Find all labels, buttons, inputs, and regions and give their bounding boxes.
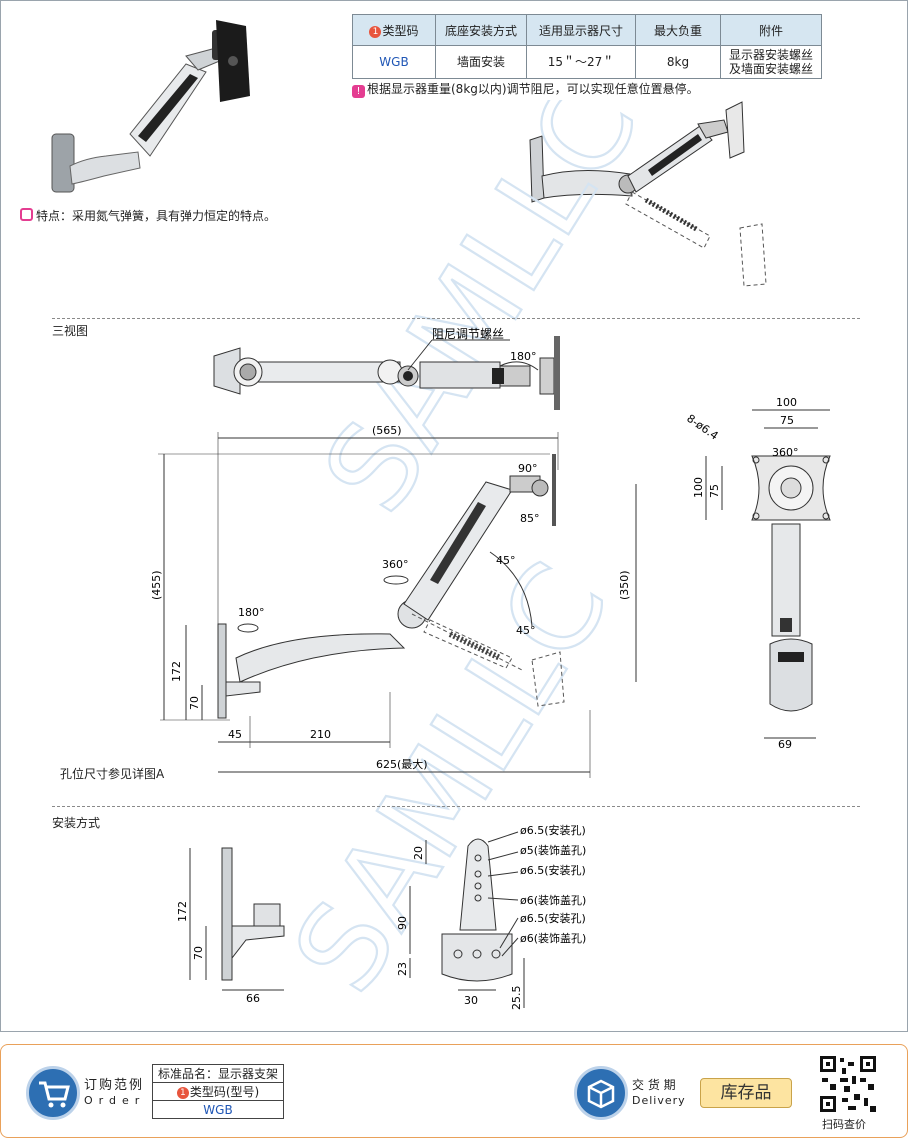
order-section [0,1044,908,1138]
svg-text:172: 172 [176,901,189,922]
svg-text:75: 75 [780,414,794,427]
cell-size: 15＂～27＂ [526,45,636,79]
svg-text:360°: 360° [772,446,799,459]
svg-text:66: 66 [246,992,260,1005]
svg-text:45°: 45° [496,554,516,567]
svg-text:360°: 360° [382,558,409,571]
section-divider [52,318,860,319]
header-accessory: 附件 [720,14,822,46]
order-type-code-value: WGB [152,1100,284,1119]
svg-text:625(最大): 625(最大) [376,757,428,771]
order-label-en: Order [84,1094,146,1107]
top-view-drawing: 阻尼调节螺丝 180° [213,327,560,410]
svg-text:ø6.5(安装孔): ø6.5(安装孔) [520,863,586,877]
svg-text:210: 210 [310,728,331,741]
hole-reference-note: 孔位尺寸参见详图A [60,767,165,781]
product-photo [51,20,250,193]
svg-text:90: 90 [396,916,409,930]
number-badge-icon: 1 [176,1087,189,1099]
svg-text:ø6(装饰盖孔): ø6(装饰盖孔) [520,931,586,945]
section-divider [52,806,860,807]
delivery-label-cn: 交 货 期 [632,1078,676,1092]
svg-text:(350): (350) [618,570,631,600]
svg-text:25.5: 25.5 [510,986,523,1011]
number-badge-icon: 1 [369,25,382,38]
table-row: WGB 墙面安装 15＂～27＂ 8kg 显示器安装螺丝及墙面安装螺丝 [352,45,822,79]
front-view-drawing: 100 75 8-ø6.4 360° 100 75 69 [684,396,831,751]
cell-accessory: 显示器安装螺丝及墙面安装螺丝 [720,45,822,79]
svg-text:45°: 45° [516,624,536,637]
svg-text:(455): (455) [150,570,163,600]
install-front-drawing: ø6.5(安装孔) ø5(装饰盖孔) ø6.5(安装孔) ø6(装饰盖孔) ø6… [396,823,586,1011]
perspective-drawing [529,101,767,287]
install-side-drawing: 172 70 66 [176,847,285,1005]
svg-text:ø6.5(安装孔): ø6.5(安装孔) [520,911,586,925]
cell-mount: 墙面安装 [435,45,527,79]
svg-text:100: 100 [692,477,705,498]
qr-label: 扫码查价 [822,1118,866,1131]
svg-text:30: 30 [464,994,478,1007]
table-row: WGB [152,1100,284,1119]
svg-text:ø6(装饰盖孔): ø6(装饰盖孔) [520,893,586,907]
stock-button[interactable]: 库存品 [700,1078,792,1108]
cell-load: 8kg [635,45,721,79]
resistance-note: !根据显示器重量(8kg以内)调节阻尼，可以实现任意位置悬停。 [352,80,699,98]
svg-text:75: 75 [708,484,721,498]
svg-text:ø5(装饰盖孔): ø5(装饰盖孔) [520,843,586,857]
svg-text:100: 100 [776,396,797,409]
svg-text:20: 20 [412,846,425,860]
header-size: 适用显示器尺寸 [526,14,636,46]
svg-text:90°: 90° [518,462,538,475]
section-install: 安装方式 [52,816,101,830]
warning-icon: ! [352,85,365,98]
page-frame [0,0,908,1032]
svg-text:8-ø6.4: 8-ø6.4 [684,412,720,443]
svg-text:172: 172 [170,661,183,682]
svg-text:70: 70 [192,946,205,960]
svg-text:(565): (565) [372,424,402,437]
table-row: 标准品名：显示器支架 [152,1064,284,1083]
cart-icon [26,1066,80,1120]
order-product-name: 标准品名：显示器支架 [152,1064,284,1083]
svg-text:阻尼调节螺丝: 阻尼调节螺丝 [432,327,504,341]
svg-text:85°: 85° [520,512,540,525]
svg-text:180°: 180° [510,350,537,363]
feature-bullet-icon [20,208,33,221]
svg-text:180°: 180° [238,606,265,619]
side-view-drawing: (565) (455) 172 70 (350) 90° 85° 45° 45°… [150,424,637,778]
section-three-view: 三视图 [52,324,89,338]
qr-code-icon[interactable] [818,1054,878,1114]
svg-text:69: 69 [778,738,792,751]
svg-text:70: 70 [188,696,201,710]
svg-text:ø6.5(安装孔): ø6.5(安装孔) [520,823,586,837]
cell-type-code: WGB [352,45,436,79]
delivery-box-icon [574,1066,628,1120]
svg-text:23: 23 [396,962,409,976]
header-load: 最大负重 [635,14,721,46]
order-label-cn: 订购范例 [84,1078,145,1093]
feature-note: 特点：采用氮气弹簧，具有弹力恒定的特点。 [20,207,276,224]
delivery-label-en: Delivery [632,1094,686,1107]
svg-text:45: 45 [228,728,242,741]
header-mount: 底座安装方式 [435,14,527,46]
